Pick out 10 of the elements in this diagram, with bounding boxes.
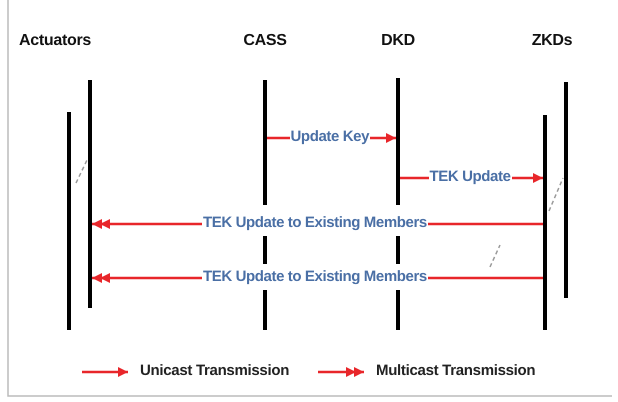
legend-label: Multicast Transmission [376,362,536,380]
participant-label: CASS [242,32,288,50]
edge-label: TEK Update to Existing Members [202,214,428,232]
participant-label: Actuators [18,32,92,50]
participant-label: DKD [380,32,416,50]
edge-label: TEK Update [428,168,512,186]
edge-label: Update Key [290,128,370,146]
participant-label: ZKDs [530,32,574,50]
legend-label: Unicast Transmission [140,362,290,380]
edge-label: TEK Update to Existing Members [202,268,428,286]
